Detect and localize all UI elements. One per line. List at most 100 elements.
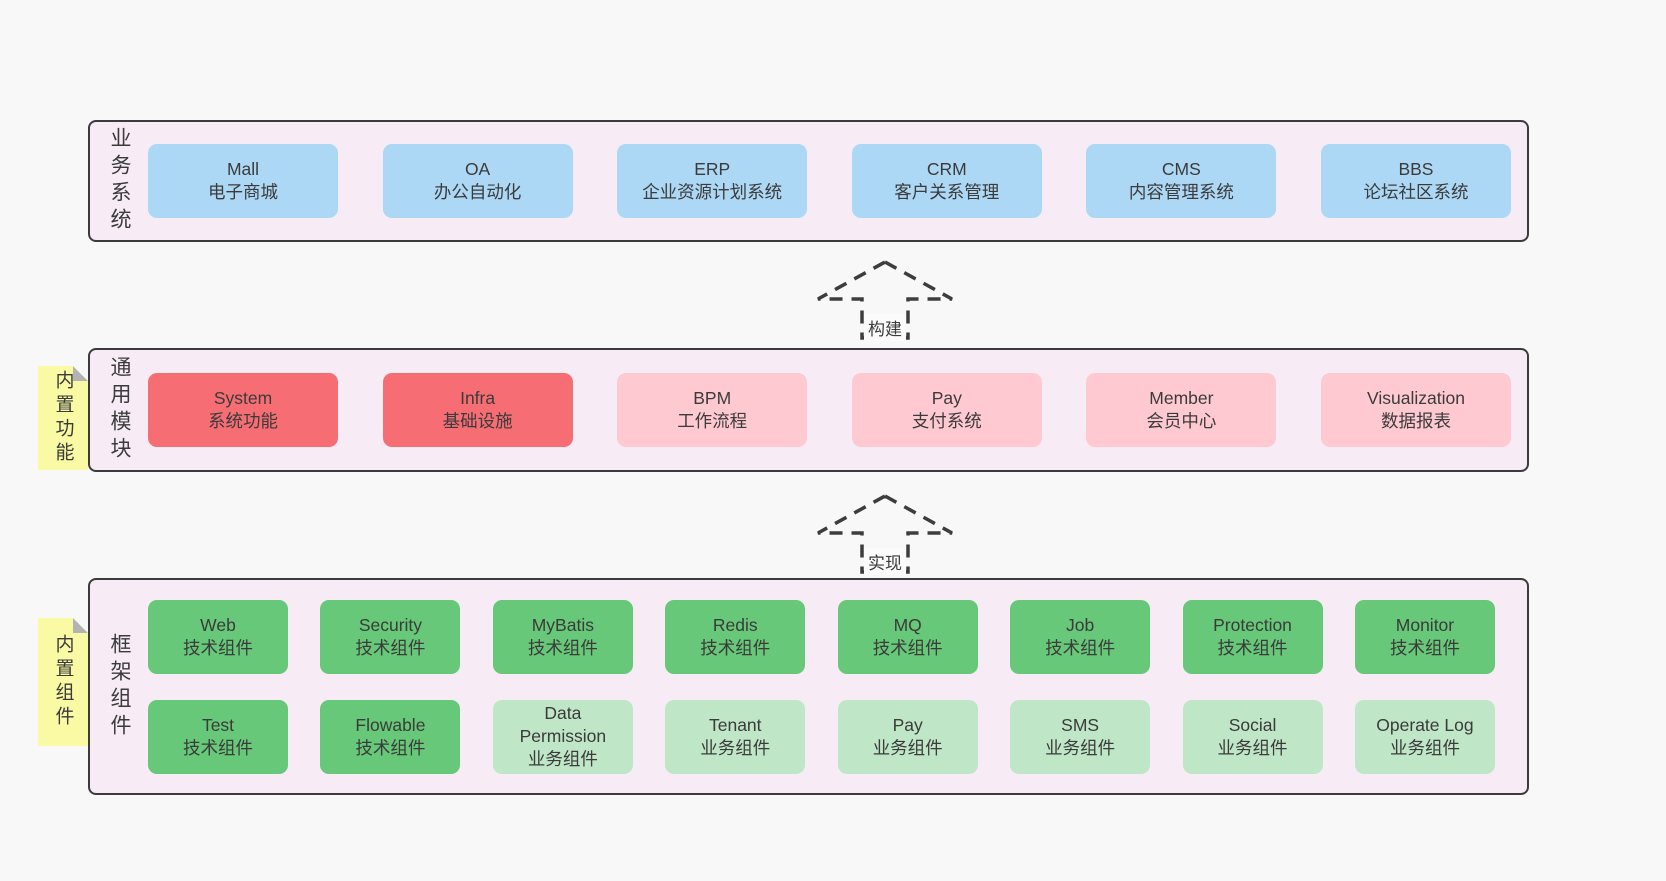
layer-label-text: 业务系统 (108, 127, 131, 235)
box-subtitle: 业务组件 (1217, 737, 1288, 758)
box-subtitle: 技术组件 (355, 637, 426, 658)
box-title: Flowable (355, 714, 426, 735)
box-title: Test (201, 714, 235, 735)
layer-framework-components: 框架组件 Web 技术组件 Security 技术组件 MyBatis 技术组件… (88, 578, 1529, 795)
box-title: Monitor (1395, 614, 1455, 635)
layer-label-modules: 通用模块 (90, 350, 148, 470)
box-title: CRM (926, 159, 967, 179)
box-title: MyBatis (531, 614, 594, 635)
box-title: Job (1066, 614, 1095, 635)
framework-grid: Web 技术组件 Security 技术组件 MyBatis 技术组件 Redi… (148, 599, 1527, 774)
layer-label-framework: 框架组件 (90, 580, 148, 793)
box-oa: OA 办公自动化 (382, 144, 573, 218)
box-flowable: Flowable 技术组件 (320, 699, 461, 774)
layer-label-text: 框架组件 (108, 632, 131, 741)
box-subtitle: 论坛社区系统 (1363, 182, 1469, 202)
arrow-label-build: 构建 (864, 314, 906, 341)
box-tenant: Tenant 业务组件 (665, 699, 806, 774)
module-boxes: System 系统功能 Infra 基础设施 BPM 工作流程 Pay 支付系统… (148, 373, 1527, 447)
layer-business-systems: 业务系统 Mall 电子商城 OA 办公自动化 ERP 企业资源计划系统 CRM… (88, 120, 1529, 242)
box-crm: CRM 客户关系管理 (851, 144, 1042, 218)
box-erp: ERP 企业资源计划系统 (617, 144, 808, 218)
box-security: Security 技术组件 (320, 599, 461, 674)
box-title: Member (1149, 388, 1214, 408)
framework-row-top: Web 技术组件 Security 技术组件 MyBatis 技术组件 Redi… (148, 599, 1511, 674)
box-subtitle: 电子商城 (208, 182, 278, 202)
box-subtitle: 业务组件 (527, 749, 598, 769)
box-subtitle: 技术组件 (527, 637, 598, 658)
box-title: Tenant (708, 714, 762, 735)
sticky-note-builtin-features: 内置功能 (38, 366, 88, 470)
box-subtitle: 技术组件 (183, 737, 253, 758)
box-job: Job 技术组件 (1010, 599, 1151, 674)
box-mall: Mall 电子商城 (148, 144, 338, 218)
box-web: Web 技术组件 (148, 599, 288, 674)
layer-label-business: 业务系统 (90, 122, 148, 240)
box-title: SMS (1061, 714, 1100, 735)
note-text: 内置功能 (52, 370, 74, 466)
box-title: MQ (893, 614, 922, 635)
box-title: ERP (694, 159, 731, 179)
box-subtitle: 技术组件 (1389, 637, 1460, 658)
box-title: Social (1228, 714, 1277, 735)
box-title: Web (200, 614, 236, 635)
note-text: 内置组件 (52, 634, 74, 730)
box-subtitle: 企业资源计划系统 (642, 182, 783, 202)
layer-common-modules: 通用模块 System 系统功能 Infra 基础设施 BPM 工作流程 Pay… (88, 348, 1529, 472)
box-subtitle: 技术组件 (1045, 637, 1116, 658)
box-social: Social 业务组件 (1182, 699, 1323, 774)
box-title: Protection (1213, 614, 1292, 635)
box-title: Mall (226, 159, 260, 179)
business-boxes: Mall 电子商城 OA 办公自动化 ERP 企业资源计划系统 CRM 客户关系… (148, 144, 1527, 218)
box-title: CMS (1161, 159, 1201, 179)
box-title: Pay (892, 714, 923, 735)
box-subtitle: 技术组件 (700, 637, 771, 658)
box-visualization: Visualization 数据报表 (1320, 373, 1511, 447)
box-subtitle: 技术组件 (1217, 637, 1288, 658)
box-protection: Protection 技术组件 (1182, 599, 1323, 674)
box-title: Data Permission (519, 703, 607, 746)
box-title: Operate Log (1376, 714, 1474, 735)
box-title: Infra (460, 388, 496, 408)
box-title: Pay (931, 388, 962, 408)
box-title: OA (464, 159, 491, 179)
box-subtitle: 内容管理系统 (1128, 182, 1234, 202)
box-subtitle: 客户关系管理 (894, 182, 1000, 202)
box-subtitle: 技术组件 (355, 737, 426, 758)
box-subtitle: 业务组件 (700, 737, 771, 758)
box-test: Test 技术组件 (148, 699, 288, 774)
sticky-note-builtin-components: 内置组件 (38, 618, 88, 746)
box-subtitle: 支付系统 (911, 411, 982, 431)
box-sms: SMS 业务组件 (1010, 699, 1151, 774)
box-subtitle: 技术组件 (183, 637, 253, 658)
box-subtitle: 业务组件 (872, 737, 943, 758)
box-subtitle: 基础设施 (442, 411, 513, 431)
framework-row-bottom: Test 技术组件 Flowable 技术组件 Data Permission … (148, 699, 1511, 774)
box-system: System 系统功能 (148, 373, 338, 447)
box-title: System (213, 388, 273, 408)
box-subtitle: 业务组件 (1045, 737, 1116, 758)
box-title: BBS (1398, 159, 1434, 179)
box-title: Redis (712, 614, 758, 635)
implement-arrow: 实现 (815, 493, 955, 575)
box-infra: Infra 基础设施 (382, 373, 573, 447)
box-subtitle: 数据报表 (1380, 411, 1451, 431)
box-pay-module: Pay 支付系统 (851, 373, 1042, 447)
box-subtitle: 会员中心 (1146, 411, 1217, 431)
box-redis: Redis 技术组件 (665, 599, 806, 674)
box-data-permission: Data Permission 业务组件 (492, 699, 633, 774)
box-title: Visualization (1367, 388, 1465, 408)
box-subtitle: 技术组件 (872, 637, 943, 658)
box-title: BPM (693, 388, 732, 408)
box-cms: CMS 内容管理系统 (1086, 144, 1277, 218)
box-bbs: BBS 论坛社区系统 (1320, 144, 1511, 218)
build-arrow: 构建 (815, 259, 955, 341)
box-monitor: Monitor 技术组件 (1354, 599, 1495, 674)
arrow-label-implement: 实现 (864, 548, 906, 575)
box-operate-log: Operate Log 业务组件 (1354, 699, 1495, 774)
box-bpm: BPM 工作流程 (617, 373, 808, 447)
box-subtitle: 工作流程 (677, 411, 748, 431)
box-member: Member 会员中心 (1086, 373, 1277, 447)
layer-label-text: 通用模块 (108, 356, 131, 464)
